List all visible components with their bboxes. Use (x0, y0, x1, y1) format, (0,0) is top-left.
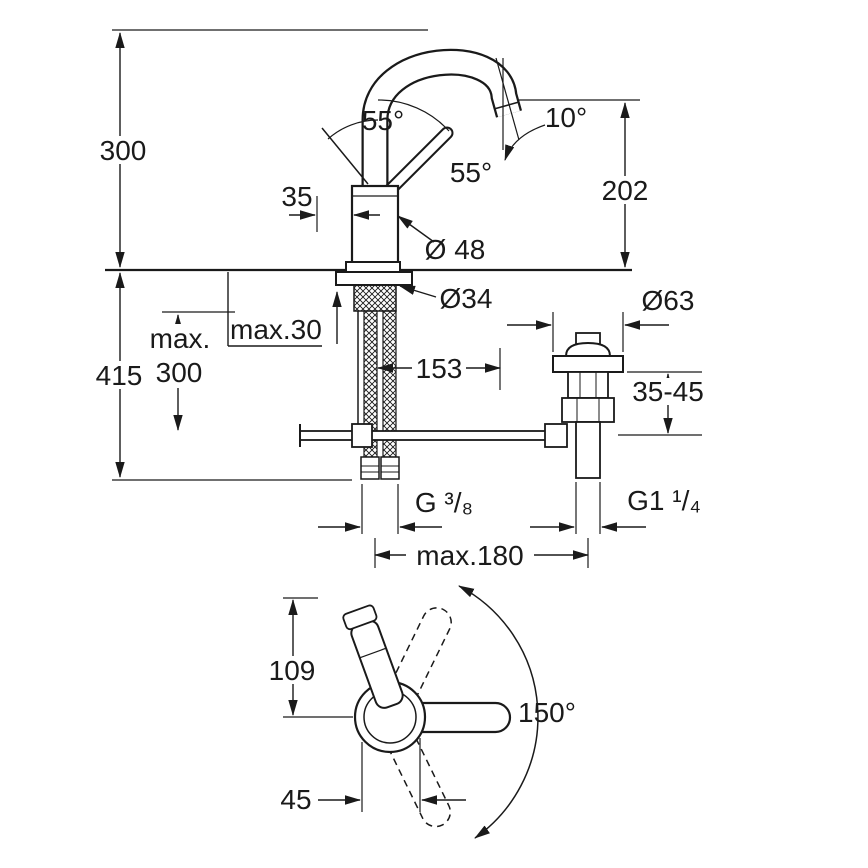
arc-55-right (377, 99, 450, 132)
label-spout-reach: 153 (416, 353, 463, 384)
side-view: 300 415 max. 300 max.30 35 55° 55° 10° 2… (93, 29, 704, 571)
label-spout-angle: 10° (545, 102, 587, 133)
label-supply-thread: G ³/₈ (415, 487, 473, 518)
aerator-line (493, 101, 520, 110)
handle-top-view (342, 604, 404, 709)
label-hole-diameter: Ø34 (440, 283, 493, 314)
label-backgrounds (93, 136, 702, 569)
mounting-washer (335, 271, 413, 286)
top-label-backgrounds (266, 656, 320, 684)
label-max-word: max. (150, 323, 211, 354)
top-extension-lines (283, 597, 421, 812)
label-max-thickness: max.30 (230, 314, 322, 345)
extension-lines (112, 29, 702, 568)
label-base-offset: 45 (280, 784, 311, 815)
threaded-shank (353, 284, 397, 312)
hose-connector-left (360, 456, 380, 480)
label-swivel-right: 55° (450, 157, 492, 188)
label-top-depth: 109 (269, 655, 316, 686)
label-spout-height: 202 (602, 175, 649, 206)
drain-nut (561, 397, 615, 423)
rod-clamp (544, 423, 568, 448)
handle-alt-position (321, 127, 369, 185)
drain-body (567, 371, 609, 399)
spout-inner (363, 50, 520, 192)
drain-flange (552, 355, 624, 373)
body-base (345, 261, 401, 273)
label-drain-thread: G1 ¹/₄ (627, 485, 701, 516)
body-cylinder (350, 184, 400, 274)
label-max-value: 300 (156, 357, 203, 388)
drain-tailpiece (575, 421, 601, 479)
top-view-labels: 109 150° 45 (269, 655, 576, 815)
arc-55-left (327, 119, 379, 140)
tip-axis-ref (495, 57, 520, 141)
label-body-diameter: Ø 48 (425, 234, 486, 265)
top-view: 109 150° 45 (266, 585, 576, 839)
label-height-below-deck: 415 (96, 360, 143, 391)
rod-junction (351, 423, 373, 448)
angle-lines (327, 57, 546, 161)
arc-10-leader (504, 124, 546, 161)
label-drain-depth-range: 35-45 (632, 376, 704, 407)
label-height-above-deck: 300 (100, 135, 147, 166)
popup-dome (564, 341, 612, 357)
horizontal-rod (299, 430, 563, 441)
label-drain-flange-diameter: Ø63 (642, 285, 695, 316)
label-max-spread: max.180 (416, 540, 523, 571)
drain-side (552, 332, 624, 479)
label-handle-swivel-range: 150° (518, 697, 576, 728)
label-handle-offset: 35 (281, 181, 312, 212)
label-swivel-left: 55° (362, 105, 404, 136)
side-view-labels: 300 415 max. 300 max.30 35 55° 55° 10° 2… (96, 102, 704, 571)
arc-150 (458, 585, 539, 839)
hose-connector-right (380, 456, 400, 480)
faucet-side (299, 48, 568, 480)
